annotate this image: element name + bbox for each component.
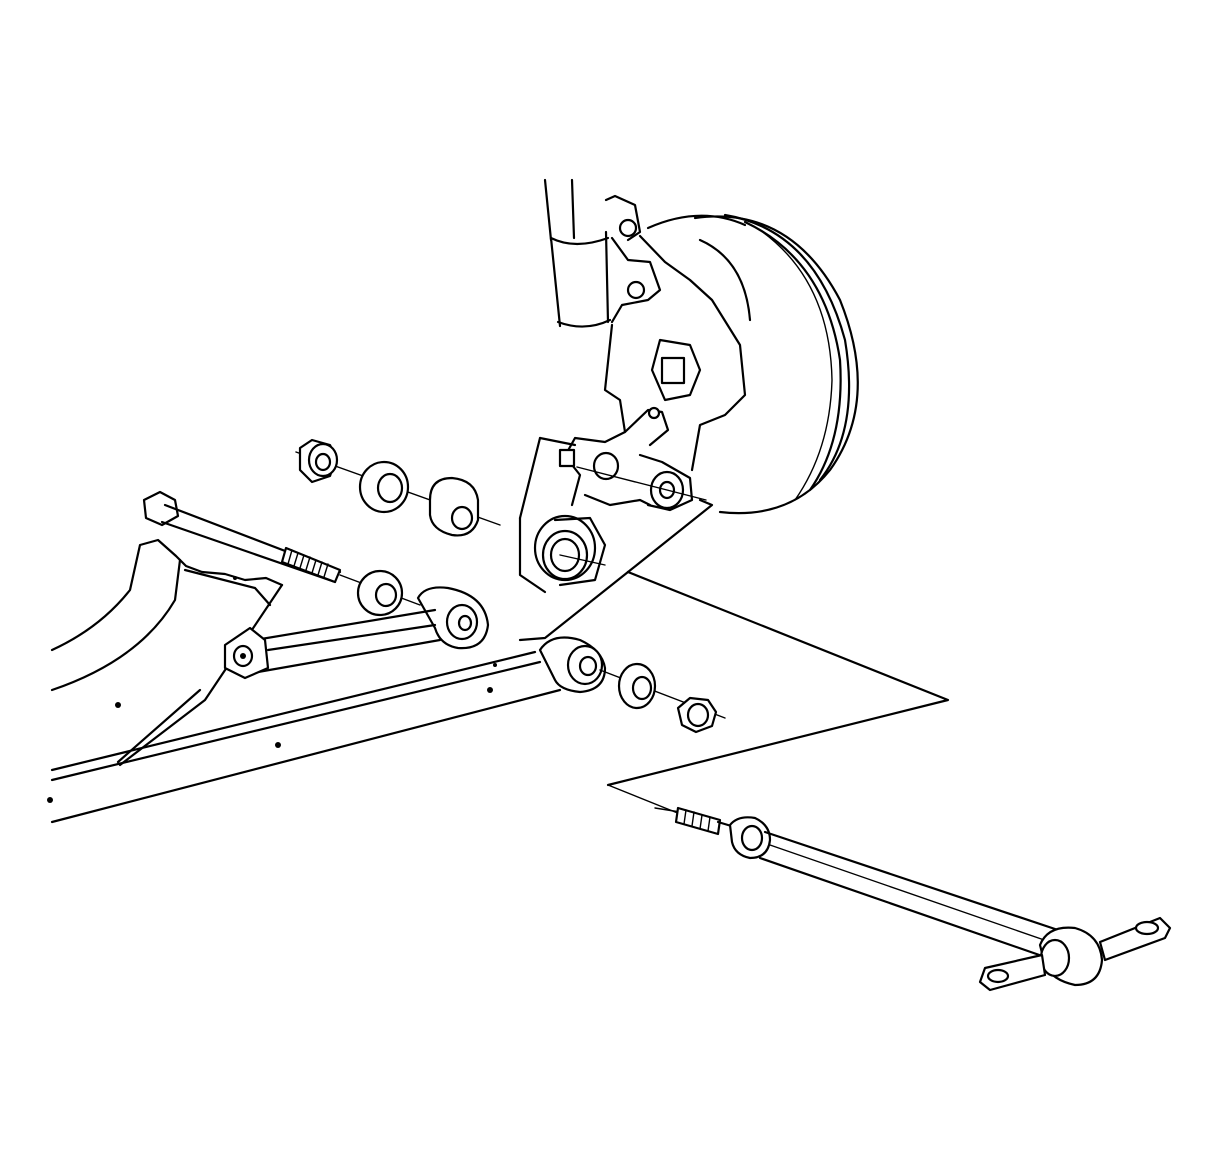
upper-hardware bbox=[295, 438, 501, 537]
knuckle-stud bbox=[647, 406, 661, 420]
subframe bbox=[50, 538, 284, 767]
knuckle-hub-opening bbox=[660, 356, 686, 385]
detail-threads bbox=[674, 806, 722, 836]
detail-tab-right bbox=[1098, 916, 1172, 962]
brake-drum bbox=[646, 213, 859, 515]
upper-nut bbox=[298, 438, 339, 484]
strut-bolt-lower bbox=[626, 280, 646, 300]
inner-bolt bbox=[142, 490, 421, 606]
outer-washer bbox=[617, 662, 657, 710]
rear-knuckle bbox=[558, 234, 747, 512]
upper-washer bbox=[358, 460, 410, 514]
trailing-link bbox=[223, 586, 490, 680]
upper-bushing bbox=[428, 476, 480, 537]
outer-nut bbox=[676, 696, 718, 734]
strut-assembly bbox=[543, 178, 662, 328]
knuckle-pin bbox=[558, 448, 576, 468]
inner-washer bbox=[356, 569, 404, 617]
strut-bolt-upper bbox=[618, 218, 638, 238]
detail-bushing-small bbox=[728, 816, 772, 860]
link-detail bbox=[654, 806, 1172, 992]
lateral-link bbox=[47, 636, 726, 824]
detail-callout bbox=[518, 436, 950, 819]
